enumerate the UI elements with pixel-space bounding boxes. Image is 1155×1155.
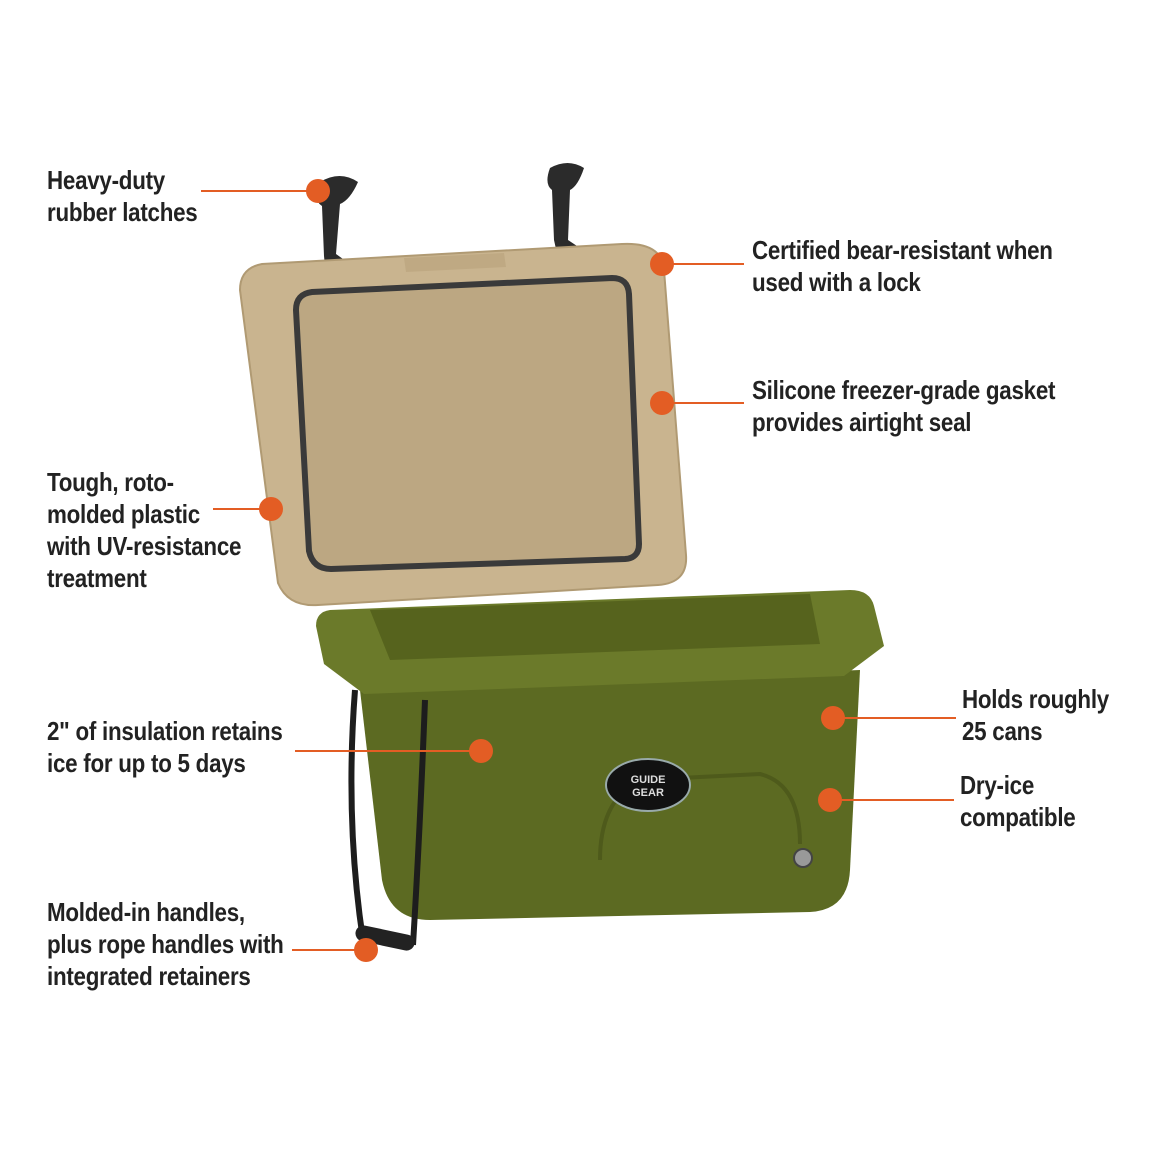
svg-text:GEAR: GEAR xyxy=(632,787,664,799)
callout-line xyxy=(838,799,954,801)
callout-dot xyxy=(306,179,330,203)
latch-icon xyxy=(316,163,584,276)
callout-dot xyxy=(259,497,283,521)
callout-dot xyxy=(469,739,493,763)
callout-line xyxy=(668,263,744,265)
callout-latches: Heavy-duty rubber latches xyxy=(47,165,198,227)
callout-handles: Molded-in handles, plus rope handles wit… xyxy=(47,897,284,991)
callout-bear-resistant: Certified bear-resistant when used with … xyxy=(752,235,1053,297)
callout-cans: Holds roughly 25 cans xyxy=(962,684,1109,746)
callout-dot xyxy=(650,391,674,415)
callout-dry-ice: Dry-ice compatible xyxy=(960,770,1076,832)
callout-dot xyxy=(650,252,674,276)
callout-line xyxy=(295,750,475,752)
callout-line xyxy=(213,508,263,510)
callout-insulation: 2" of insulation retains ice for up to 5… xyxy=(47,716,283,778)
callout-plastic: Tough, roto- molded plastic with UV-resi… xyxy=(47,467,242,593)
callout-line xyxy=(292,949,358,951)
callout-gasket: Silicone freezer-grade gasket provides a… xyxy=(752,375,1056,437)
callout-line xyxy=(838,717,956,719)
callout-dot xyxy=(354,938,378,962)
callout-dot xyxy=(821,706,845,730)
brand-badge: GUIDE GEAR xyxy=(605,758,691,812)
callout-line xyxy=(201,190,311,192)
svg-text:GUIDE: GUIDE xyxy=(631,774,666,786)
callout-line xyxy=(668,402,744,404)
callout-dot xyxy=(818,788,842,812)
